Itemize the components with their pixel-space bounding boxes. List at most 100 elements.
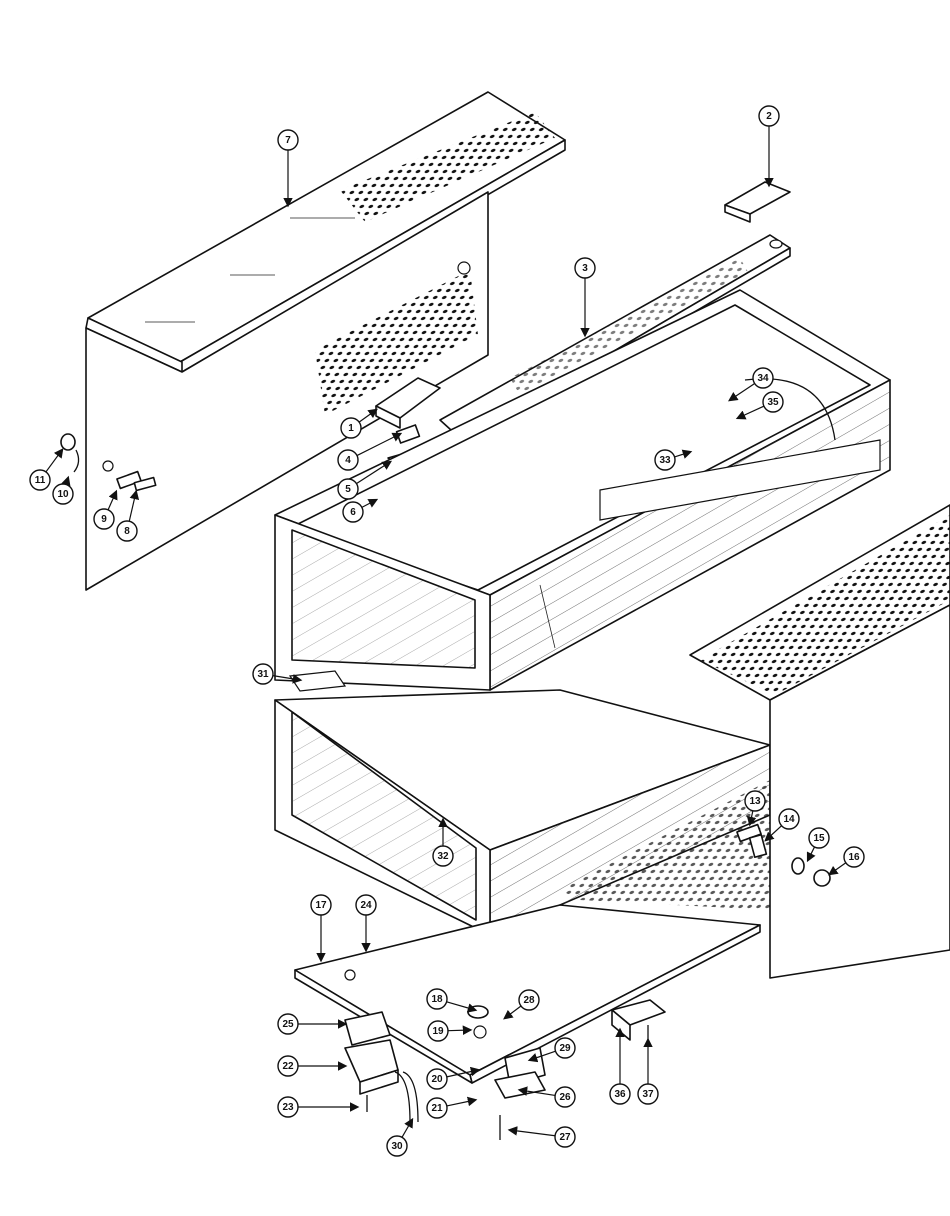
callout-circle-4 xyxy=(337,449,359,471)
callout-circle-16 xyxy=(843,846,865,868)
callout-label-19: 19 xyxy=(432,1026,444,1037)
callout-17: 17 xyxy=(310,894,332,963)
callout-label-2: 2 xyxy=(766,111,772,122)
callout-label-29: 29 xyxy=(559,1043,571,1054)
callout-circle-37 xyxy=(637,1083,659,1105)
callout-circle-35 xyxy=(762,391,784,413)
callout-27: 27 xyxy=(507,1126,576,1148)
callout-label-7: 7 xyxy=(285,135,291,146)
callout-circle-21 xyxy=(426,1097,448,1119)
callout-circle-15 xyxy=(808,827,830,849)
callout-circle-31 xyxy=(252,663,274,685)
callout-circle-7 xyxy=(277,129,299,151)
callout-circle-9 xyxy=(93,508,115,530)
callout-leader-5 xyxy=(356,460,393,485)
callout-circle-26 xyxy=(554,1086,576,1108)
top-cover-vent-holes xyxy=(340,112,555,222)
callout-37: 37 xyxy=(637,1037,659,1105)
callout-circle-36 xyxy=(609,1083,631,1105)
callout-10: 10 xyxy=(52,475,74,505)
callout-label-34: 34 xyxy=(757,373,769,384)
callout-label-25: 25 xyxy=(282,1019,294,1030)
rail-bracket xyxy=(288,670,347,692)
callout-8: 8 xyxy=(116,489,140,542)
callout-circle-29 xyxy=(554,1037,576,1059)
callout-20: 20 xyxy=(426,1066,481,1090)
callout-26: 26 xyxy=(517,1086,576,1108)
callout-leader-13 xyxy=(746,810,757,827)
callout-label-27: 27 xyxy=(559,1132,571,1143)
callout-6: 6 xyxy=(342,498,379,523)
callout-34: 34 xyxy=(728,367,774,402)
callout-leader-30 xyxy=(401,1117,414,1138)
callout-label-30: 30 xyxy=(391,1141,403,1152)
lower-chassis xyxy=(274,670,771,936)
callout-circle-18 xyxy=(426,988,448,1010)
callout-label-9: 9 xyxy=(101,514,107,525)
callout-leader-21 xyxy=(446,1096,478,1107)
callout-leader-20 xyxy=(446,1066,481,1078)
callout-leader-1 xyxy=(358,408,378,423)
callout-circle-28 xyxy=(518,989,540,1011)
callout-leader-11 xyxy=(45,448,64,473)
callout-4: 4 xyxy=(337,432,403,471)
callout-leader-27 xyxy=(507,1126,556,1137)
callout-leader-34 xyxy=(728,383,756,402)
side-hardware xyxy=(736,823,831,887)
callout-label-21: 21 xyxy=(431,1103,443,1114)
callout-2: 2 xyxy=(758,105,780,188)
callout-label-24: 24 xyxy=(360,900,372,911)
callout-leader-6 xyxy=(361,498,379,508)
callout-circle-11 xyxy=(29,469,51,491)
callout-36: 36 xyxy=(609,1027,631,1105)
callout-16: 16 xyxy=(828,846,865,876)
callout-leader-14 xyxy=(764,825,783,842)
callout-30: 30 xyxy=(386,1117,414,1157)
callout-label-32: 32 xyxy=(437,851,449,862)
callout-31: 31 xyxy=(252,663,303,685)
callout-label-3: 3 xyxy=(582,263,588,274)
callout-leader-15 xyxy=(806,846,816,863)
callout-leader-33 xyxy=(674,449,693,459)
callout-13: 13 xyxy=(744,790,766,827)
callout-label-16: 16 xyxy=(848,852,860,863)
callout-leader-19 xyxy=(447,1025,473,1036)
cover-hardware xyxy=(60,433,157,492)
callout-label-1: 1 xyxy=(348,423,354,434)
callout-circle-33 xyxy=(654,449,676,471)
callout-label-10: 10 xyxy=(57,489,69,500)
callout-label-35: 35 xyxy=(767,397,779,408)
callout-7: 7 xyxy=(277,129,299,208)
callout-label-17: 17 xyxy=(315,900,327,911)
callout-leader-29 xyxy=(527,1050,556,1063)
callout-label-15: 15 xyxy=(813,833,825,844)
callout-label-13: 13 xyxy=(749,796,761,807)
callout-14: 14 xyxy=(764,808,800,842)
callout-leader-10 xyxy=(61,475,71,487)
side-cover xyxy=(560,504,950,979)
callout-15: 15 xyxy=(806,827,830,863)
callout-circle-8 xyxy=(116,520,138,542)
callout-5: 5 xyxy=(337,460,393,500)
callout-circle-20 xyxy=(426,1068,448,1090)
callout-label-22: 22 xyxy=(282,1061,294,1072)
callout-circle-22 xyxy=(277,1055,299,1077)
callout-label-18: 18 xyxy=(431,994,443,1005)
callout-1: 1 xyxy=(340,408,378,439)
callout-label-6: 6 xyxy=(350,507,356,518)
callout-circle-13 xyxy=(744,790,766,812)
callout-circle-17 xyxy=(310,894,332,916)
callout-circle-19 xyxy=(427,1020,449,1042)
callout-19: 19 xyxy=(427,1020,473,1042)
callout-circle-25 xyxy=(277,1013,299,1035)
callout-23: 23 xyxy=(277,1096,360,1118)
callout-22: 22 xyxy=(277,1055,348,1077)
top-cover xyxy=(85,91,566,591)
callout-29: 29 xyxy=(527,1037,576,1063)
callout-circle-10 xyxy=(52,483,74,505)
callout-leader-26 xyxy=(517,1086,556,1097)
cover-screw-hole xyxy=(102,460,114,472)
callout-leader-28 xyxy=(503,1005,522,1020)
callout-28: 28 xyxy=(503,989,540,1020)
